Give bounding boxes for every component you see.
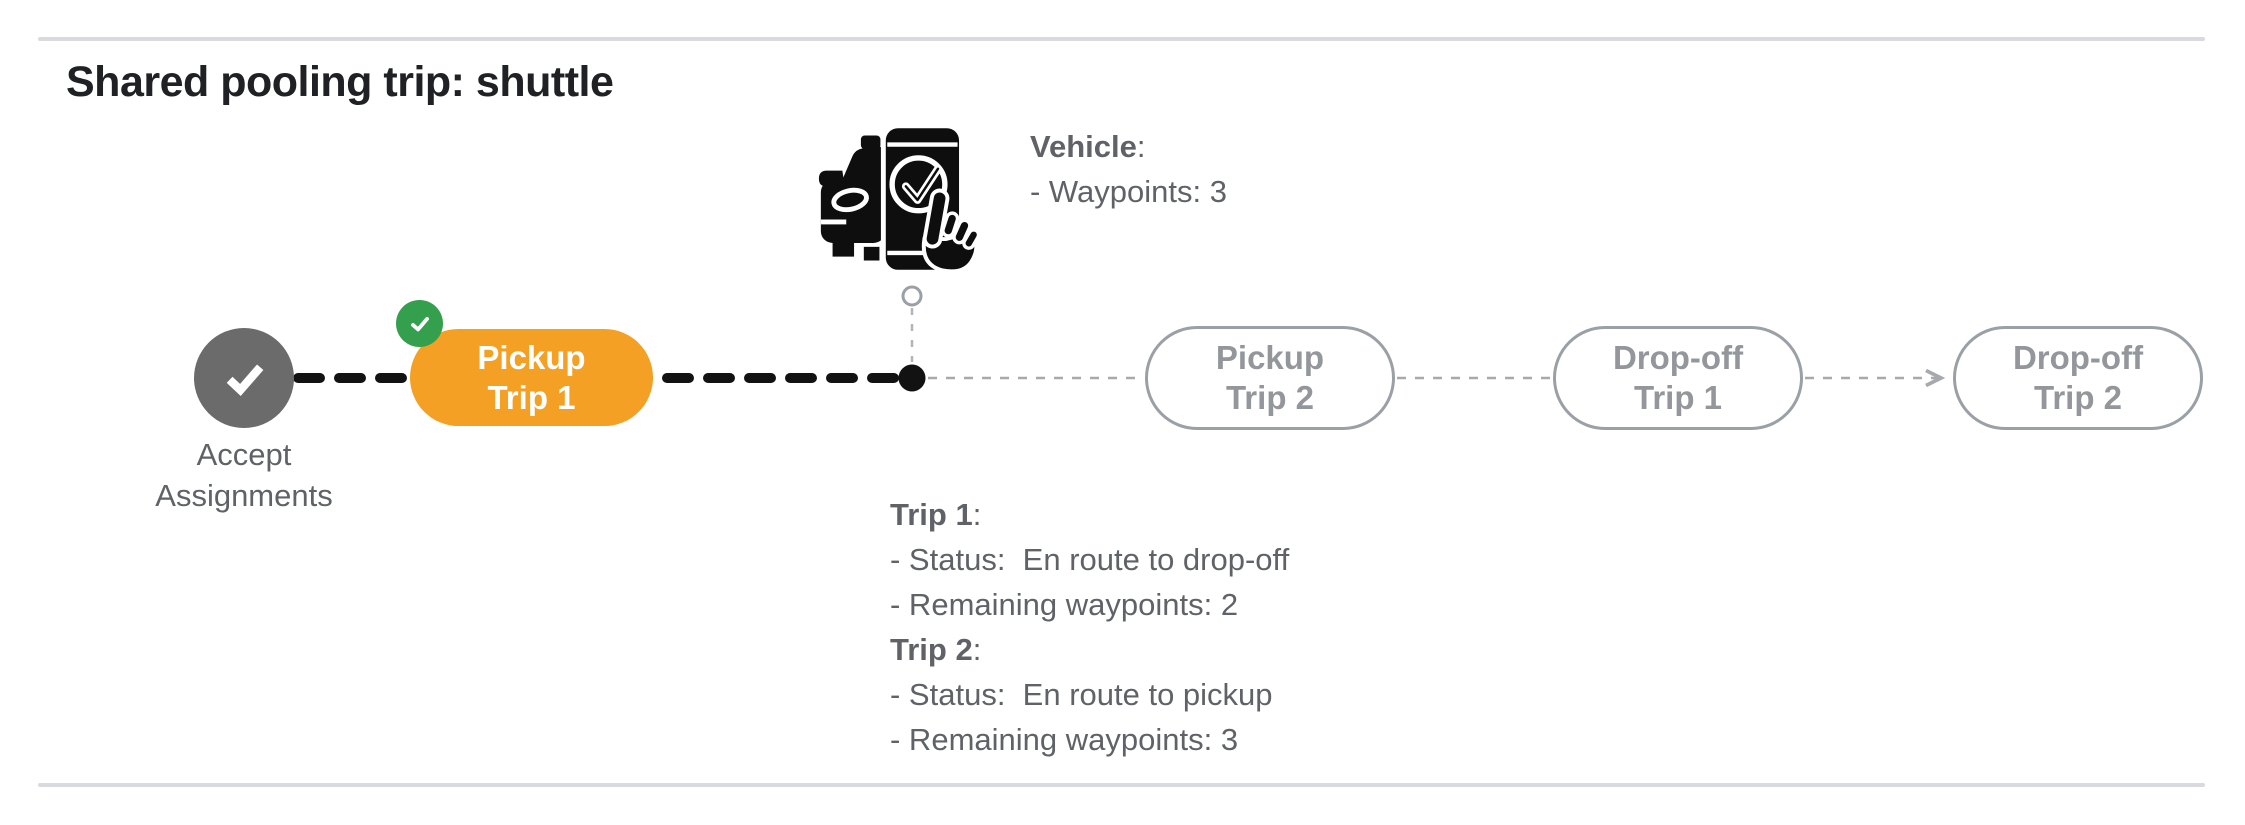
node-pickup-trip-1: Pickup Trip 1 <box>410 329 653 426</box>
vehicle-info-name: Vehicle <box>1030 129 1137 164</box>
trip-details: Trip 1: - Status: En route to drop-off -… <box>890 492 1289 762</box>
trip-1-colon: : <box>972 497 982 532</box>
trip-1-name: Trip 1 <box>890 497 973 532</box>
node-pickup-trip-2: Pickup Trip 2 <box>1145 326 1395 430</box>
vehicle-stem-circle <box>901 285 923 307</box>
trip-1-status: - Status: En route to drop-off <box>890 542 1290 577</box>
vehicle-info-waypoints: - Waypoints: 3 <box>1030 174 1227 209</box>
node-pickup-trip-2-label: Pickup Trip 2 <box>1215 339 1325 416</box>
check-badge-icon <box>410 316 429 331</box>
node-dropoff-trip-1: Drop-off Trip 1 <box>1553 326 1803 430</box>
trip-1-waypoints: - Remaining waypoints: 2 <box>890 587 1239 622</box>
top-divider <box>38 37 2205 41</box>
check-icon <box>226 364 264 397</box>
node-accept-assignments-label: Accept Assignments <box>155 437 333 513</box>
vehicle-info-heading: Vehicle: <box>1030 124 1227 169</box>
node-dropoff-trip-2: Drop-off Trip 2 <box>1953 326 2203 430</box>
vehicle-info: Vehicle: - Waypoints: 3 <box>1030 124 1227 214</box>
bottom-divider <box>38 783 2205 787</box>
node-dropoff-trip-2-label: Drop-off Trip 2 <box>2012 339 2144 416</box>
trip-2-status: - Status: En route to pickup <box>890 677 1273 712</box>
page-title: Shared pooling trip: shuttle <box>66 58 614 106</box>
trip-2-colon: : <box>972 632 982 667</box>
node-accept-assignments <box>194 328 294 428</box>
vehicle-info-colon: : <box>1136 129 1146 164</box>
trip-2-waypoints: - Remaining waypoints: 3 <box>890 722 1239 757</box>
node-dropoff-trip-1-label: Drop-off Trip 1 <box>1612 339 1744 416</box>
completed-badge <box>396 300 443 347</box>
trip-2-heading: Trip 2: <box>890 627 1289 672</box>
node-pickup-trip-1-label: Pickup Trip 1 <box>477 338 586 416</box>
trip-2-name: Trip 2 <box>890 632 973 667</box>
trip-1-heading: Trip 1: <box>890 492 1289 537</box>
vehicle-phone-check-icon <box>818 123 981 275</box>
vehicle-position-dot <box>898 364 926 392</box>
